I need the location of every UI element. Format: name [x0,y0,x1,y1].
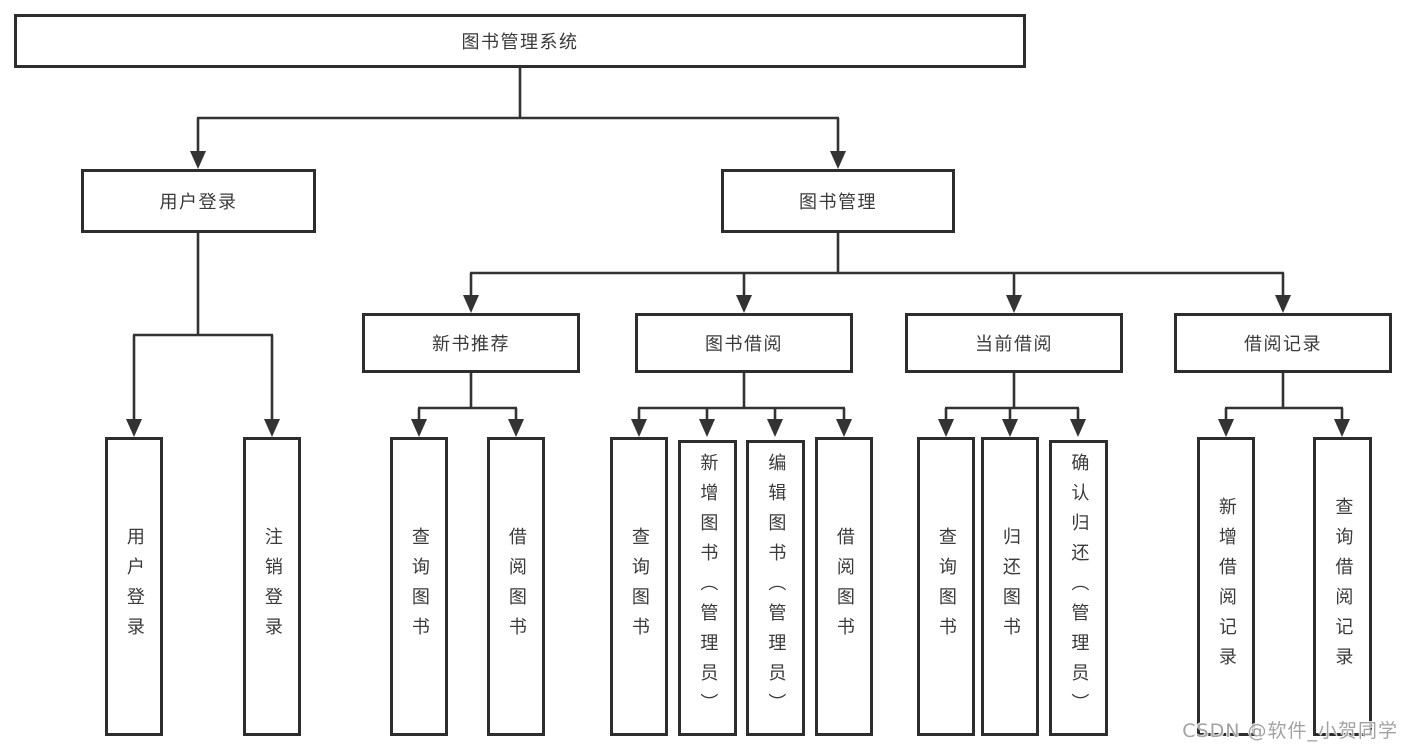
node-label: 新书推荐 [432,334,510,355]
leaf-recommend-borrow-books: 借阅图书 [487,437,545,736]
leaf-add-borrow-record: 新增借阅记录 [1197,437,1255,736]
node-library-management-system: 图书管理系统 [14,14,1026,68]
node-label: 用户登录 [159,192,238,213]
node-label: 归还图书 [999,526,1021,647]
leaf-add-books-admin: 新增图书（管理员） [678,440,737,736]
node-label: 查询借阅记录 [1332,496,1354,677]
node-label: 新增图书（管理员） [697,453,719,723]
connector-current-borrowing-children [938,373,1086,437]
connector-user-login-children [126,233,280,437]
node-label: 确认归还（管理员） [1068,453,1090,723]
node-book-borrowing: 图书借阅 [635,313,853,373]
connector-borrowing-records-children [1218,373,1350,437]
watermark-text: CSDN @软件_小贺同学 [1182,720,1398,742]
node-label: 图书管理系统 [461,32,579,53]
leaf-borrowing-query-books: 查询图书 [610,437,668,736]
leaf-return-books: 归还图书 [981,437,1039,736]
connector-book-management-children [463,233,1291,313]
node-label: 用户登录 [123,526,145,647]
node-user-login: 用户登录 [81,169,316,233]
node-label: 图书借阅 [705,334,783,355]
leaf-recommend-query-books: 查询图书 [390,437,448,736]
leaf-logout-login: 注销登录 [243,437,301,736]
node-label: 新增借阅记录 [1215,496,1237,677]
node-label: 查询图书 [408,526,430,647]
node-label: 查询图书 [935,526,957,647]
leaf-confirm-return-admin: 确认归还（管理员） [1049,440,1108,736]
node-label: 查询图书 [628,526,650,647]
leaf-edit-books-admin: 编辑图书（管理员） [746,440,805,736]
node-label: 当前借阅 [975,334,1053,355]
node-label: 编辑图书（管理员） [765,453,787,723]
connector-new-book-recommendation-children [411,373,524,437]
leaf-borrowing-borrow-books: 借阅图书 [815,437,873,736]
node-label: 借阅图书 [833,526,855,647]
node-current-borrowing: 当前借阅 [905,313,1123,373]
node-label: 注销登录 [261,526,283,647]
leaf-current-query-books: 查询图书 [917,437,975,736]
leaf-user-login: 用户登录 [105,437,163,736]
node-label: 借阅图书 [505,526,527,647]
node-book-management: 图书管理 [721,169,955,233]
node-label: 借阅记录 [1244,334,1322,355]
node-label: 图书管理 [799,192,877,213]
leaf-query-borrow-record: 查询借阅记录 [1313,437,1372,736]
node-borrowing-records: 借阅记录 [1174,313,1392,373]
connector-root-to-level2 [190,68,846,169]
connector-book-borrowing-children [631,373,852,437]
node-new-book-recommendation: 新书推荐 [362,313,580,373]
